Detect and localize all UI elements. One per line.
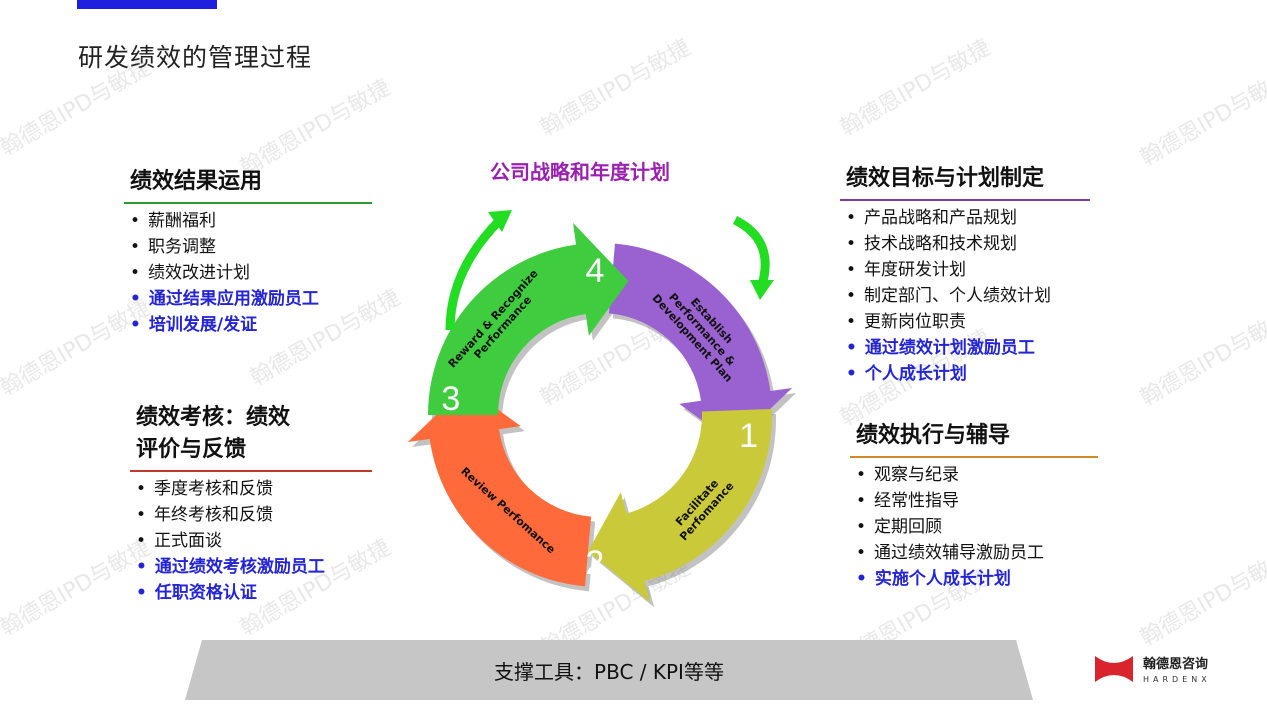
cycle-title: 公司战略和年度计划: [490, 160, 670, 184]
bullet-item: 通过绩效辅导激励员工: [856, 540, 1098, 566]
divider: [850, 456, 1098, 458]
heading-line: 评价与反馈: [136, 437, 247, 462]
stage-number: 3: [441, 380, 461, 419]
bullet-item: 个人成长计划: [846, 361, 1090, 387]
bullet-item: 定期回顾: [856, 514, 1098, 540]
stage-arrow-2: [588, 408, 772, 603]
stage-arrow-1: [608, 243, 793, 444]
panel-heading: 绩效目标与计划制定: [846, 166, 1045, 191]
stage-number: 4: [585, 252, 605, 291]
bullet-item: 产品战略和产品规划: [846, 205, 1090, 231]
page-title: 研发绩效的管理过程: [78, 43, 313, 72]
watermark: 翰德恩IPD与敏捷: [1136, 305, 1267, 412]
watermark: 翰德恩IPD与敏捷: [536, 35, 695, 142]
panel-execution: 绩效执行与辅导 观察与纪录经常性指导定期回顾通过绩效辅导激励员工实施个人成长计划: [850, 420, 1098, 592]
logo-name: 翰德恩咨询: [1143, 657, 1209, 672]
hardenx-logo-icon: [1095, 655, 1133, 682]
bullet-item: 更新岗位职责: [846, 309, 1090, 335]
divider: [124, 202, 372, 204]
panel-goals: 绩效目标与计划制定 产品战略和产品规划技术战略和技术规划年度研发计划制定部门、个…: [840, 163, 1090, 387]
bullet-item: 技术战略和技术规划: [846, 231, 1090, 257]
bullet-item: 正式面谈: [136, 528, 372, 554]
stage-arrow-3: [407, 386, 592, 587]
bullet-item: 季度考核和反馈: [136, 476, 372, 502]
divider: [840, 199, 1090, 201]
stage-arrow-4: [428, 222, 629, 415]
bullet-item: 培训发展/发证: [130, 312, 372, 338]
performance-cycle-diagram: Establish Performance & Development Plan…: [390, 180, 810, 610]
arrowhead-icon: [488, 210, 512, 232]
watermark: 翰德恩IPD与敏捷: [1136, 545, 1267, 652]
bullet-item: 任职资格认证: [136, 580, 372, 606]
bullet-item: 通过绩效计划激励员工: [846, 335, 1090, 361]
bullet-item: 年度研发计划: [846, 257, 1090, 283]
stage-number: 1: [739, 416, 758, 455]
bullet-item: 年终考核和反馈: [136, 502, 372, 528]
bullet-item: 经常性指导: [856, 488, 1098, 514]
logo: 翰德恩咨询 HARDENX: [1095, 653, 1211, 684]
top-accent-bar: [77, 0, 217, 9]
bullet-item: 制定部门、个人绩效计划: [846, 283, 1090, 309]
cycle-graphic: [407, 210, 797, 608]
bullet-item: 观察与纪录: [856, 462, 1098, 488]
divider: [130, 470, 372, 472]
bullet-item: 通过结果应用激励员工: [130, 286, 372, 312]
bullet-item: 绩效改进计划: [130, 260, 372, 286]
bullet-item: 实施个人成长计划: [856, 566, 1098, 592]
support-tools-bar: 支撑工具：PBC / KPI等等: [185, 640, 1033, 700]
stage-number: 2: [585, 543, 605, 582]
arrowhead-icon: [750, 280, 774, 300]
bullet-item: 通过绩效考核激励员工: [136, 554, 372, 580]
watermark: 翰德恩IPD与敏捷: [836, 35, 995, 142]
support-tools-label: 支撑工具：PBC / KPI等等: [494, 660, 724, 684]
heading-line: 绩效考核：绩效: [136, 405, 291, 430]
panel-heading: 绩效考核：绩效评价与反馈: [130, 402, 372, 466]
panel-results: 绩效结果运用 薪酬福利职务调整绩效改进计划通过结果应用激励员工培训发展/发证: [124, 166, 372, 338]
bullet-item: 薪酬福利: [130, 208, 372, 234]
logo-en: HARDENX: [1143, 675, 1211, 684]
bullet-item: 职务调整: [130, 234, 372, 260]
curved-arrow-icon: [732, 215, 770, 287]
panel-heading: 绩效结果运用: [130, 169, 263, 194]
watermark: 翰德恩IPD与敏捷: [1136, 65, 1267, 172]
curved-arrow-icon: [445, 216, 504, 331]
panel-heading: 绩效执行与辅导: [856, 423, 1011, 448]
